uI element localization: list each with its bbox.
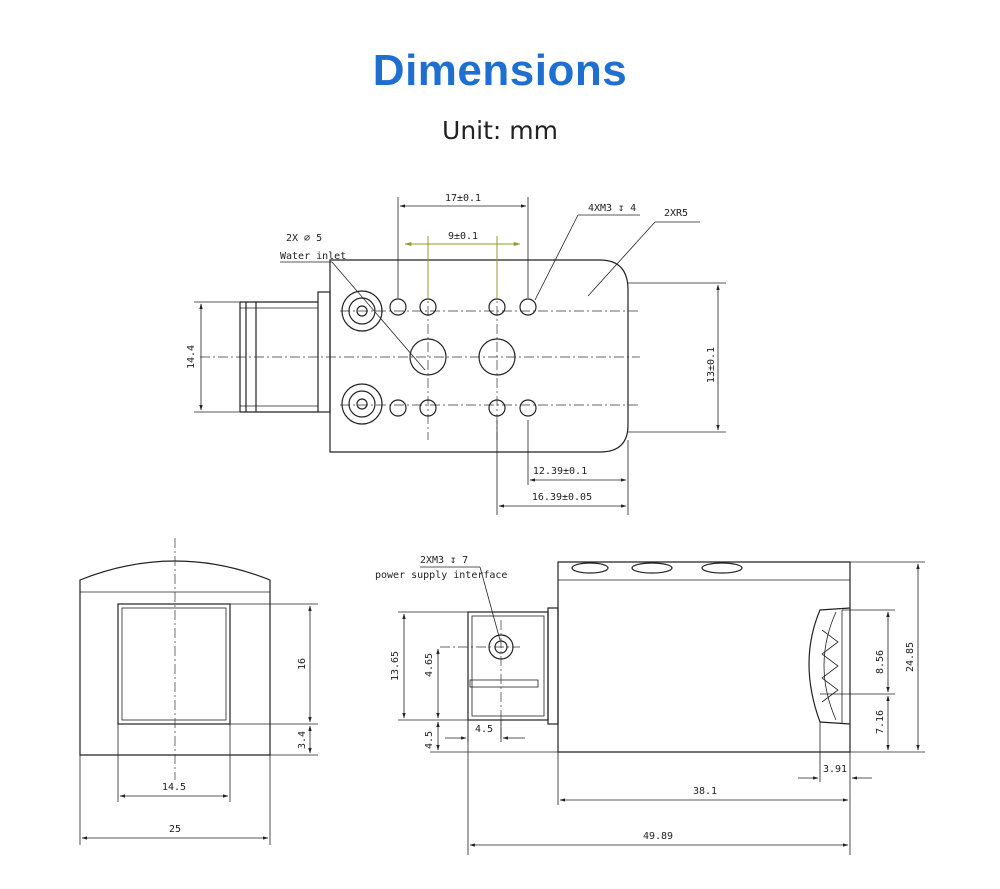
dim-25: 25 — [169, 824, 181, 835]
dim-9: 9±0.1 — [448, 231, 478, 242]
dim-17: 17±0.1 — [445, 193, 481, 204]
label-2xm3: 2XM3 ↧ 7 — [420, 555, 468, 566]
top-view: 17±0.1 9±0.1 4XM3 ↧ 4 2XR5 2X ⌀ 5 Water … — [186, 193, 726, 515]
dim-7-16: 7.16 — [875, 710, 886, 734]
top-view-flange — [317, 291, 331, 413]
dim-13-65: 13.65 — [390, 651, 401, 681]
top-view-body — [329, 259, 629, 453]
label-2xphi5: 2X ⌀ 5 — [286, 233, 322, 244]
label-4xm3: 4XM3 ↧ 4 — [588, 203, 636, 214]
dim-4-65: 4.65 — [424, 653, 435, 677]
dim-24-85: 24.85 — [905, 642, 916, 672]
dim-4-5-horizontal: 4.5 — [475, 724, 493, 735]
dim-49-89: 49.89 — [643, 831, 673, 842]
unit-label: Unit: mm — [442, 116, 558, 145]
front-view: 16 3.4 14.5 25 — [79, 538, 318, 845]
dim-3-91: 3.91 — [823, 764, 847, 775]
dim-12-39: 12.39±0.1 — [533, 466, 587, 477]
label-water-inlet: Water inlet — [280, 251, 346, 262]
dim-14-5: 14.5 — [162, 782, 186, 793]
dim-38-1: 38.1 — [693, 786, 717, 797]
dim-4-5-vertical: 4.5 — [424, 731, 435, 749]
page-title: Dimensions — [372, 46, 628, 95]
side-view: 2XM3 ↧ 7 power supply interface 13.65 4.… — [375, 555, 925, 855]
front-view-body — [79, 560, 271, 756]
dim-13: 13±0.1 — [706, 347, 717, 383]
dim-3-4: 3.4 — [297, 731, 308, 749]
dim-14-4: 14.4 — [186, 345, 197, 369]
side-view-body — [557, 561, 851, 753]
dim-16-39: 16.39±0.05 — [532, 492, 592, 503]
label-power-supply: power supply interface — [375, 570, 507, 581]
label-2xr5: 2XR5 — [664, 208, 688, 219]
dim-16: 16 — [297, 658, 308, 670]
dim-8-56: 8.56 — [875, 650, 886, 674]
